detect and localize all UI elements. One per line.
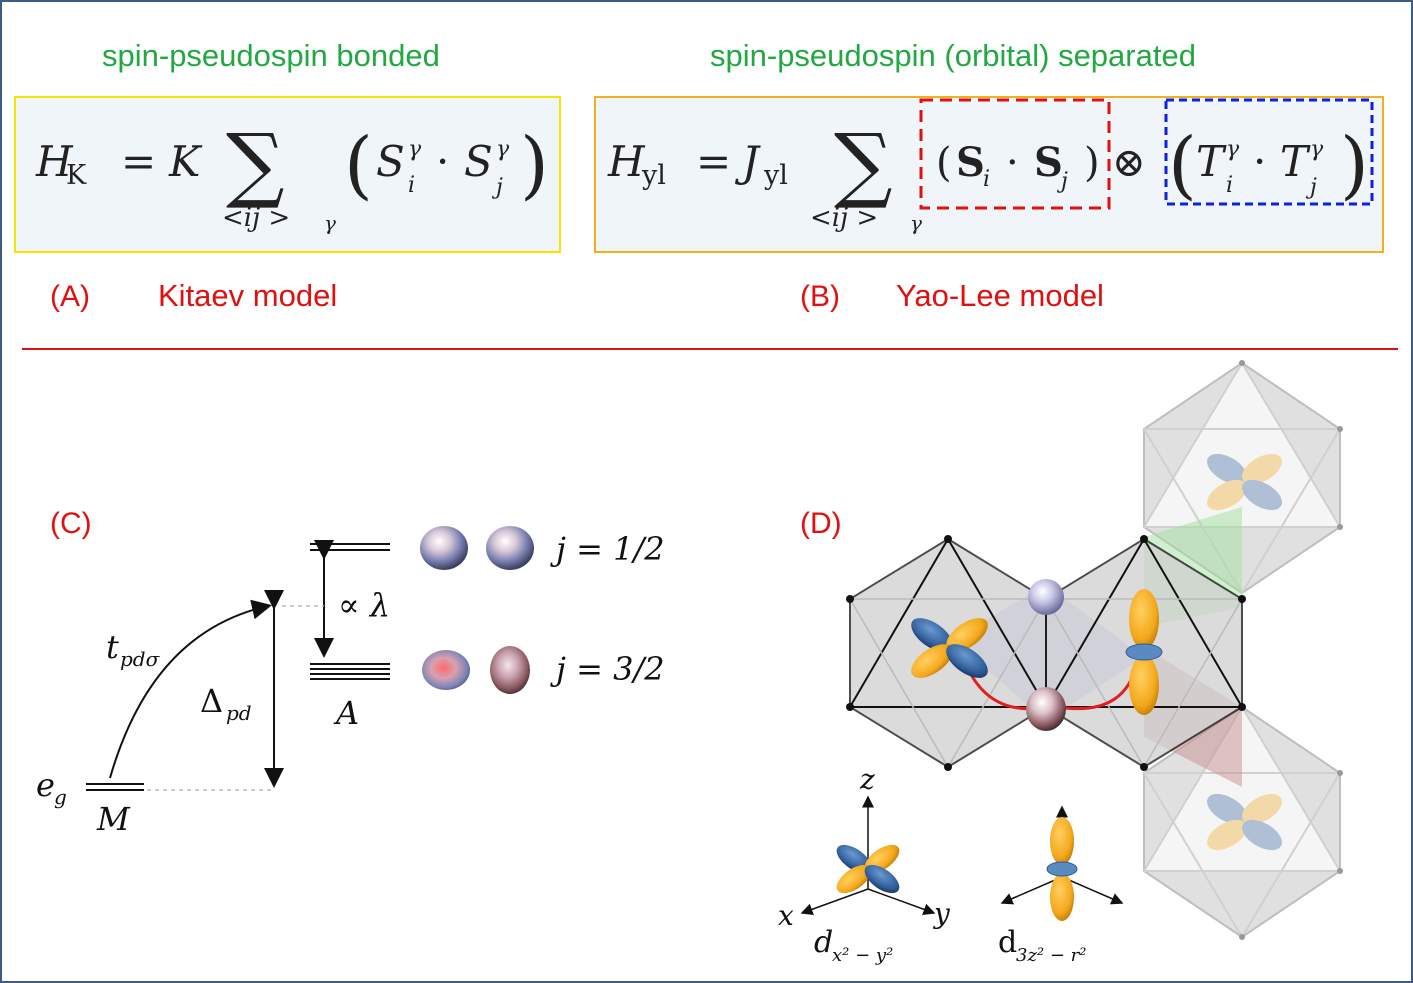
yaolee-model-label: Yao-Lee model: [896, 278, 1104, 313]
yaolee-sum-gamma: γ: [910, 211, 922, 235]
yaolee-spin-sj: S: [1034, 139, 1063, 186]
kitaev-h: H: [35, 137, 74, 186]
kitaev-coupling: K: [168, 137, 203, 186]
eg-main: e: [36, 766, 55, 804]
dxy-label-main: d: [814, 925, 833, 960]
panel-a-tag: (A): [50, 280, 90, 313]
heading-separated: spin-pseudospin (orbital) separated: [710, 38, 1196, 73]
yaolee-h-sub: yl: [641, 160, 666, 191]
kitaev-dot: ·: [436, 137, 449, 186]
spin-part-dashed-box: [919, 98, 1111, 210]
yaolee-orb-ti: T: [1196, 137, 1227, 186]
dz2-label-sub: 3z² − r²: [1016, 945, 1087, 966]
energy-level-diagram: ∝ λ t pdσ Δ pd e g M A j = 1/2 j = 3/2: [36, 526, 665, 838]
dxy-orbital-legend: [836, 844, 900, 894]
dxy-orbital-left: [911, 618, 988, 678]
kitaev-paren-left: (: [344, 122, 373, 208]
kitaev-sum-gamma: γ: [324, 211, 336, 235]
ligand-upper: [1028, 579, 1064, 615]
kitaev-s-i-index: i: [408, 173, 415, 198]
yaolee-equation: H yl = J yl ∑ <ij > γ ( S i · S j ) ⊗ ( …: [607, 98, 1374, 235]
j-half-label: j = 1/2: [550, 530, 665, 568]
kitaev-s-i: S: [376, 137, 405, 186]
dxy-label-sub: x² − y²: [832, 945, 893, 966]
dz2-orbital-right: [1125, 589, 1163, 715]
yaolee-orb-paren-left: (: [1168, 122, 1197, 208]
m-label: M: [96, 800, 131, 838]
lower-octahedron: [1142, 705, 1342, 939]
jthreehalf-orbital-2: [490, 646, 530, 694]
yaolee-orb-tj-gamma: γ: [1310, 137, 1324, 162]
jhalf-orbital-2: [486, 526, 534, 570]
panel-d-tag: (D): [800, 507, 842, 540]
yaolee-spin-si: S: [956, 139, 985, 186]
yaolee-spin-i-index: i: [983, 167, 990, 192]
yaolee-equation-box: H yl = J yl ∑ <ij > γ ( S i · S j ) ⊗ ( …: [594, 96, 1384, 253]
kitaev-h-sub: K: [66, 160, 87, 191]
faint-vertices: [1239, 360, 1343, 940]
jhalf-orbital-1: [420, 526, 468, 570]
yaolee-orb-i-index: i: [1226, 173, 1233, 198]
kitaev-s-j: S: [464, 137, 493, 186]
yaolee-spin-paren-left: (: [936, 140, 952, 186]
kitaev-sum-symbol: ∑: [226, 117, 285, 212]
kitaev-equation: H K = K ∑ <ij > γ ( S γ i · S γ j ): [35, 117, 549, 235]
kitaev-sum-sub: <ij >: [222, 203, 290, 233]
yaolee-orb-ti-gamma: γ: [1226, 137, 1240, 162]
yaolee-orb-paren-right: ): [1340, 122, 1369, 208]
panel-c-tag: (C): [50, 507, 92, 540]
j-three-half-label: j = 3/2: [550, 650, 665, 688]
ligand-center: [1026, 687, 1066, 731]
section-divider: [22, 348, 1398, 350]
delta-main: Δ: [200, 682, 223, 720]
axis-y-label: y: [932, 897, 951, 930]
a-label: A: [333, 694, 359, 732]
delta-sub: pd: [226, 701, 252, 725]
yaolee-coupling: J: [734, 137, 761, 186]
kitaev-equation-box: H K = K ∑ <ij > γ ( S γ i · S γ j ): [14, 96, 561, 253]
faint-orbital-upper: [1207, 453, 1282, 511]
yaolee-sum-sub: <ij >: [810, 203, 878, 233]
lattice-vertices: [846, 535, 1246, 771]
faint-orbital-lower: [1207, 793, 1282, 851]
heading-bonded: spin-pseudospin bonded: [102, 38, 440, 73]
soc-label: ∝ λ: [338, 586, 390, 624]
axis-x-label: x: [778, 899, 794, 932]
kitaev-s-j-index: j: [491, 175, 503, 200]
hopping-t-sub: pdσ: [120, 647, 161, 671]
yaolee-h: H: [607, 137, 646, 186]
yaolee-spin-dot: ·: [1006, 140, 1019, 186]
hopping-t: t: [106, 628, 119, 666]
dz2-label-main: d: [998, 925, 1017, 960]
octahedra-lattice-diagram: z x y d x² − y² d 3z² − r²: [778, 360, 1343, 966]
yaolee-orb-dot: ·: [1253, 137, 1266, 186]
eg-sub: g: [54, 785, 67, 809]
kitaev-paren-right: ): [520, 122, 549, 208]
yaolee-equals: =: [696, 137, 731, 186]
yaolee-coupling-sub: yl: [763, 160, 788, 191]
yaolee-spin-paren-right: ): [1084, 140, 1100, 186]
dz2-orbital-legend: [1046, 817, 1078, 921]
kitaev-s-i-gamma: γ: [408, 137, 422, 162]
yaolee-sum-symbol: ∑: [834, 117, 893, 212]
yaolee-orb-tj: T: [1280, 137, 1311, 186]
panel-b-tag: (B): [800, 280, 840, 313]
yaolee-otimes: ⊗: [1112, 140, 1146, 186]
kitaev-equals: =: [121, 137, 156, 186]
jthreehalf-orbital-1: [422, 650, 470, 690]
axis-z-label: z: [859, 763, 875, 796]
kitaev-s-j-gamma: γ: [496, 137, 510, 162]
kitaev-model-label: Kitaev model: [158, 278, 338, 313]
